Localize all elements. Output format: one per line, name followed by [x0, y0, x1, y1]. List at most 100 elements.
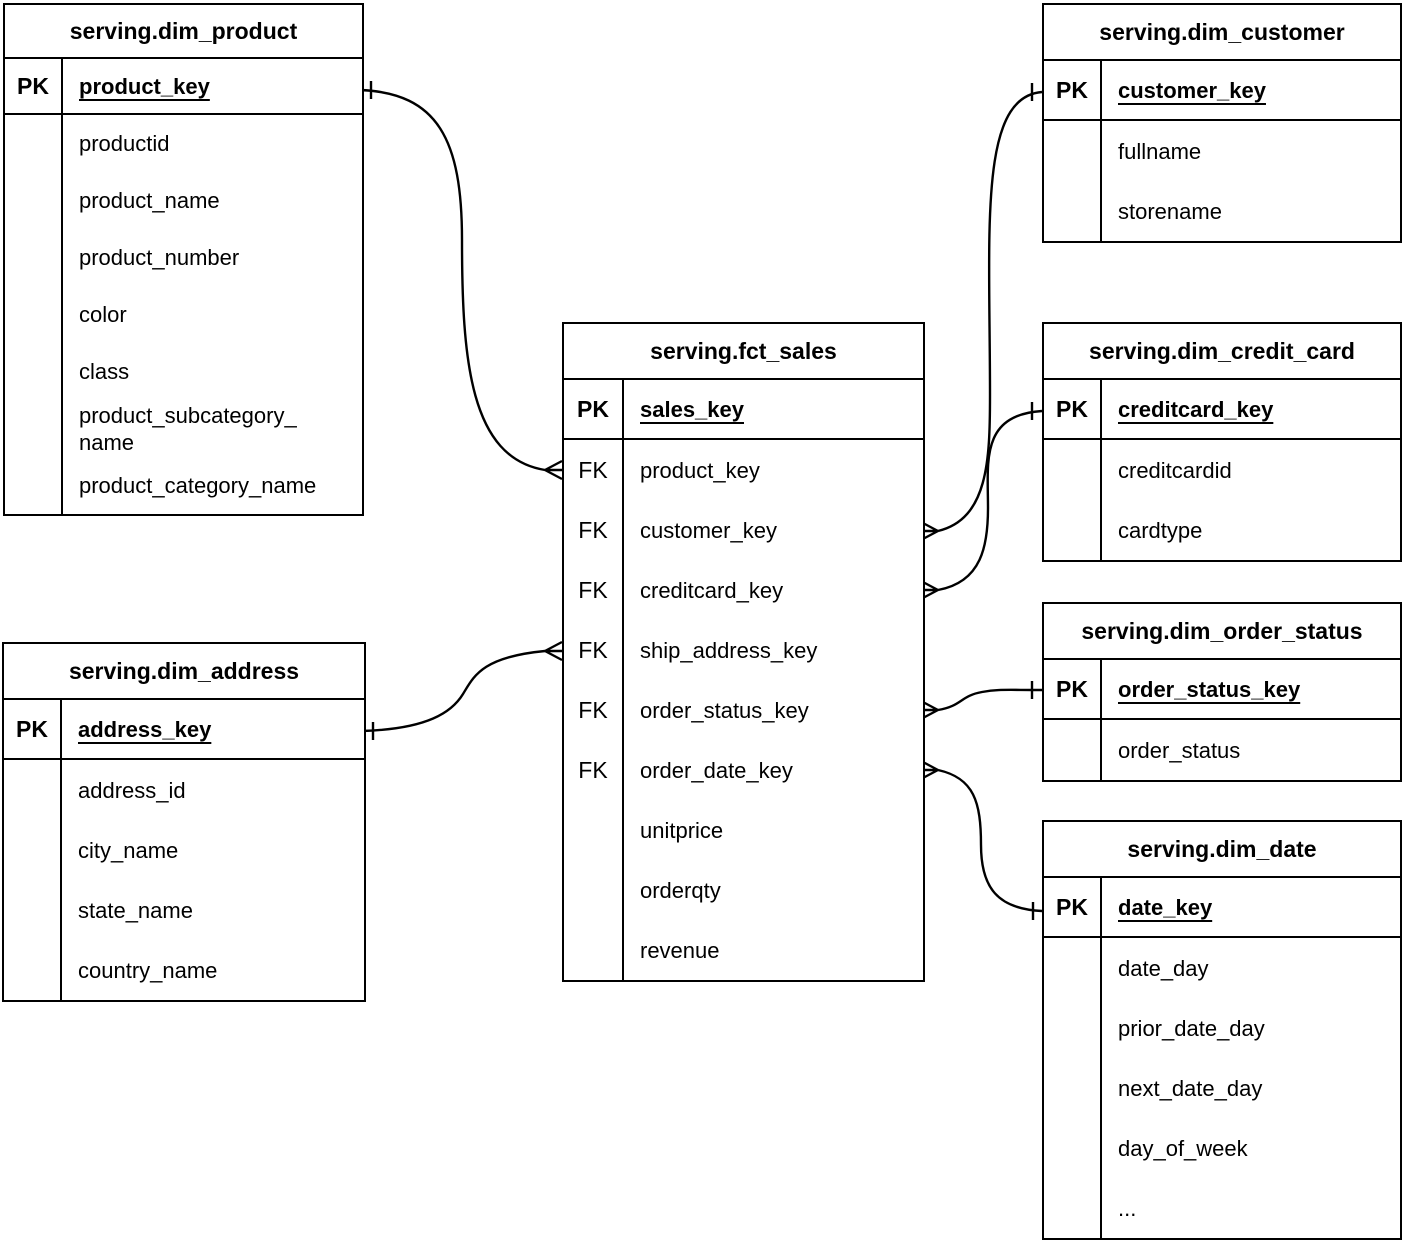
table-dim-customer[interactable]: serving.dim_customer PK customer_key ful…: [1042, 3, 1402, 243]
key-cell: [4, 820, 62, 880]
field-name: product_category_name: [79, 473, 317, 498]
table-title: serving.fct_sales: [564, 324, 923, 380]
key-cell: [5, 457, 63, 514]
fk-label: FK: [564, 680, 624, 740]
table-dim-product[interactable]: serving.dim_product PK product_key produ…: [3, 3, 364, 516]
field-name: storename: [1118, 198, 1222, 224]
key-cell: [1044, 181, 1102, 241]
field-name: creditcardid: [1118, 457, 1232, 483]
field-row: class: [5, 343, 362, 400]
field-row: address_id: [4, 760, 364, 820]
field-row: date_day: [1044, 938, 1400, 998]
relationship-dim-product-to-fct-sales-product-key[interactable]: [359, 81, 563, 481]
key-cell: [1044, 500, 1102, 560]
fk-label: FK: [564, 440, 624, 500]
field-name: city_name: [78, 837, 179, 863]
pk-field-name: order_status_key: [1118, 676, 1301, 702]
field-name: cardtype: [1118, 517, 1203, 543]
key-cell: [4, 880, 62, 940]
field-name: day_of_week: [1118, 1135, 1248, 1161]
table-dim-address[interactable]: serving.dim_address PK address_key addre…: [2, 642, 366, 1002]
relationship-curve: [937, 409, 1043, 592]
field-row: cardtype: [1044, 500, 1400, 560]
key-cell: [1044, 720, 1102, 780]
key-cell: [1044, 1178, 1102, 1238]
field-row: order_status: [1044, 720, 1400, 780]
pk-label: PK: [1044, 878, 1102, 936]
field-row: product_category_name: [5, 457, 362, 514]
table-dim-date[interactable]: serving.dim_date PK date_key date_day pr…: [1042, 820, 1402, 1240]
pk-field-name: date_key: [1118, 894, 1213, 920]
field-name: product_key: [640, 457, 760, 483]
field-row: city_name: [4, 820, 364, 880]
key-cell: [1044, 938, 1102, 998]
field-name: ship_address_key: [640, 637, 818, 663]
many-crowfoot-marker: [544, 640, 563, 662]
field-name: creditcard_key: [640, 577, 784, 603]
key-cell: [5, 115, 63, 172]
relationship-curve: [937, 768, 1043, 913]
relationship-curve: [937, 688, 1043, 712]
field-row: country_name: [4, 940, 364, 1000]
field-row: storename: [1044, 181, 1400, 241]
relationship-curve: [937, 90, 1043, 533]
field-name: product_name: [79, 188, 220, 213]
relationship-fct-sales-customer-key-to-dim-customer[interactable]: [920, 83, 1043, 542]
field-row: FK creditcard_key: [564, 560, 923, 620]
table-title: serving.dim_date: [1044, 822, 1400, 878]
field-row: FK order_date_key: [564, 740, 923, 800]
field-name: country_name: [78, 957, 218, 983]
relationship-curve: [361, 649, 546, 733]
field-name: order_status_key: [640, 697, 809, 723]
pk-field-name: sales_key: [640, 396, 744, 422]
key-cell: [1044, 1118, 1102, 1178]
field-row: color: [5, 286, 362, 343]
table-title: serving.dim_customer: [1044, 5, 1400, 61]
field-name: orderqty: [640, 877, 721, 903]
field-row: state_name: [4, 880, 364, 940]
key-cell: [564, 920, 624, 980]
many-crowfoot-marker: [544, 459, 563, 481]
field-name: order_date_key: [640, 757, 793, 783]
fk-label: FK: [564, 740, 624, 800]
fk-label: FK: [564, 560, 624, 620]
key-cell: [1044, 1058, 1102, 1118]
field-row: day_of_week: [1044, 1118, 1400, 1178]
relationship-fct-sales-creditcard-key-to-dim-credit-card[interactable]: [920, 402, 1043, 601]
key-cell: [5, 286, 63, 343]
field-name: prior_date_day: [1118, 1015, 1265, 1041]
field-name: state_name: [78, 897, 193, 923]
field-row: ...: [1044, 1178, 1400, 1238]
field-name: revenue: [640, 937, 720, 963]
key-cell: [1044, 998, 1102, 1058]
field-name: fullname: [1118, 138, 1202, 164]
key-cell: [5, 400, 63, 457]
relationship-fct-sales-order-status-key-to-dim-order-status[interactable]: [920, 681, 1043, 721]
table-dim-order-status[interactable]: serving.dim_order_status PK order_status…: [1042, 602, 1402, 782]
field-row: product_name: [5, 172, 362, 229]
key-cell: [5, 229, 63, 286]
field-name: date_day: [1118, 955, 1209, 981]
pk-label: PK: [1044, 660, 1102, 718]
table-title: serving.dim_product: [5, 5, 362, 59]
pk-label: PK: [1044, 380, 1102, 438]
field-name: order_status: [1118, 737, 1241, 763]
field-name: address_id: [78, 777, 186, 803]
field-name: next_date_day: [1118, 1075, 1263, 1101]
pk-label: PK: [5, 59, 63, 113]
pk-label: PK: [564, 380, 624, 438]
relationship-dim-address-to-fct-sales-ship-address-key[interactable]: [361, 640, 563, 740]
table-dim-credit-card[interactable]: serving.dim_credit_card PK creditcard_ke…: [1042, 322, 1402, 562]
field-row: next_date_day: [1044, 1058, 1400, 1118]
field-row: FK ship_address_key: [564, 620, 923, 680]
field-row: FK product_key: [564, 440, 923, 500]
fk-label: FK: [564, 500, 624, 560]
field-name: unitprice: [640, 817, 724, 843]
key-cell: [564, 800, 624, 860]
relationship-fct-sales-order-date-key-to-dim-date[interactable]: [920, 759, 1043, 920]
field-name: productid: [79, 131, 170, 156]
key-cell: [1044, 121, 1102, 181]
table-fct-sales[interactable]: serving.fct_sales PK sales_key FK produc…: [562, 322, 925, 982]
key-cell: [1044, 440, 1102, 500]
table-title: serving.dim_order_status: [1044, 604, 1400, 660]
